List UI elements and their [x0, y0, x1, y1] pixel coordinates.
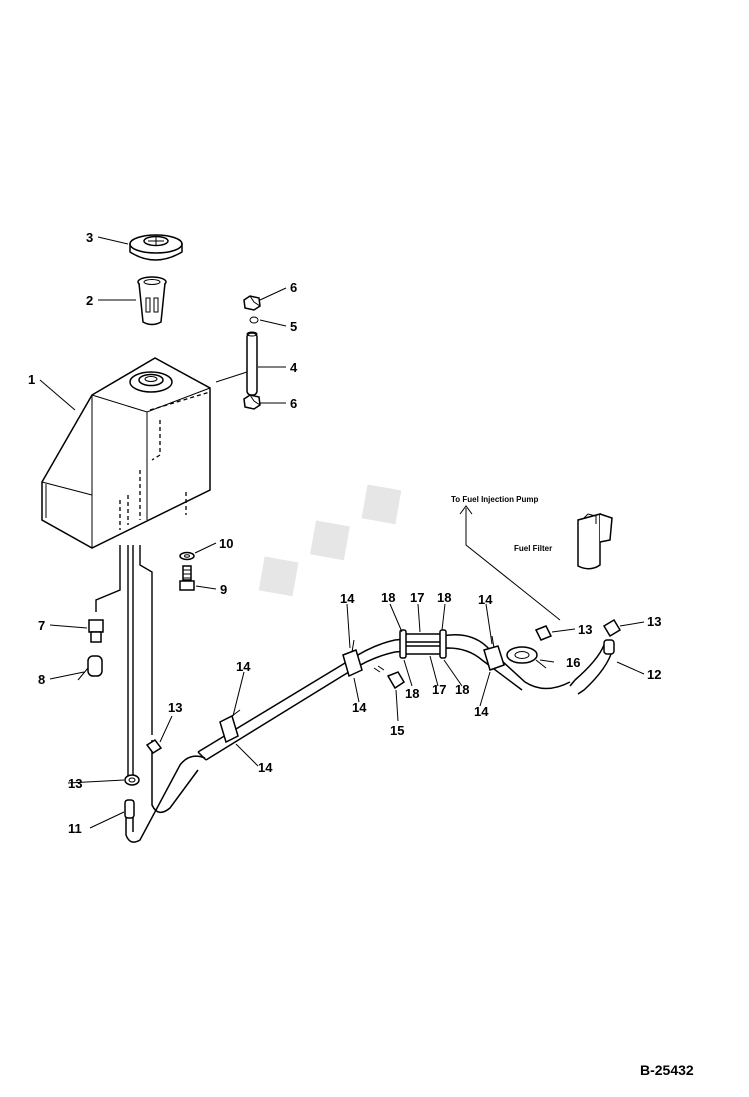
hose-fitting-16 [506, 646, 547, 669]
callout-18-top-left: 18 [381, 590, 395, 605]
vent-nut-top [243, 295, 261, 311]
fuel-hose-12 [569, 639, 615, 695]
filler-cap [129, 234, 183, 261]
fuel-hose-11 [124, 740, 206, 843]
callout-6-bottom: 6 [290, 396, 297, 411]
callout-10: 10 [219, 536, 233, 551]
vent-pipe [246, 331, 258, 396]
hose-clamp-right [602, 618, 622, 638]
leader-lines [39, 236, 645, 829]
callout-14-c: 14 [340, 591, 355, 606]
callout-2: 2 [86, 293, 93, 308]
callout-8: 8 [38, 672, 45, 687]
callout-labels: 1 2 3 4 5 6 6 7 8 9 10 11 12 13 13 13 13… [28, 230, 661, 836]
callout-7: 7 [38, 618, 45, 633]
drain-hose-end [77, 655, 103, 681]
clamp-plate-upper [403, 633, 443, 643]
o-ring [249, 316, 259, 324]
hose-clamp-left [124, 774, 140, 786]
callout-13-left: 13 [68, 776, 82, 791]
callout-13-upper: 13 [168, 700, 182, 715]
callout-18-bottom-right: 18 [455, 682, 469, 697]
callout-13-right: 13 [647, 614, 661, 629]
filler-strainer [137, 276, 167, 326]
figure-number: B-25432 [640, 1062, 694, 1078]
callout-4: 4 [290, 360, 298, 375]
callout-9: 9 [220, 582, 227, 597]
callout-12: 12 [647, 667, 661, 682]
clamp-plate-lower [403, 645, 443, 655]
clamp-bolt [373, 665, 406, 690]
callout-14-f: 14 [474, 704, 489, 719]
vent-nut-bottom [243, 394, 261, 410]
callout-13-center: 13 [578, 622, 592, 637]
callout-14-a: 14 [236, 659, 251, 674]
hose-clamp-upper-left [145, 738, 163, 755]
drain-bolt [179, 565, 195, 591]
hose-clamp-center [534, 625, 553, 641]
note-fuel-filter: Fuel Filter [514, 544, 552, 553]
callout-18-bottom-left: 18 [405, 686, 419, 701]
callout-11: 11 [68, 821, 82, 836]
pipe-clamp-right [483, 635, 505, 671]
callout-16: 16 [566, 655, 580, 670]
callout-15: 15 [390, 723, 404, 738]
fuel-tank [41, 357, 211, 549]
callout-3: 3 [86, 230, 93, 245]
callout-17-bottom: 17 [432, 682, 446, 697]
fuel-filter [577, 513, 613, 570]
callout-14-e: 14 [478, 592, 493, 607]
callout-14-d: 14 [352, 700, 367, 715]
callout-5: 5 [290, 319, 297, 334]
note-injection-pump: To Fuel Injection Pump [451, 495, 539, 504]
callout-17-top: 17 [410, 590, 424, 605]
callout-1: 1 [28, 372, 35, 387]
spacers [399, 629, 447, 659]
callout-14-b: 14 [258, 760, 273, 775]
drain-fitting [88, 619, 104, 643]
tank-outlet-lines [95, 545, 153, 780]
pipe-clamp-middle [342, 639, 363, 678]
callout-18-top-right: 18 [437, 590, 451, 605]
callout-6-top: 6 [290, 280, 297, 295]
tank-filler-neck [129, 371, 173, 393]
washer [179, 551, 195, 561]
